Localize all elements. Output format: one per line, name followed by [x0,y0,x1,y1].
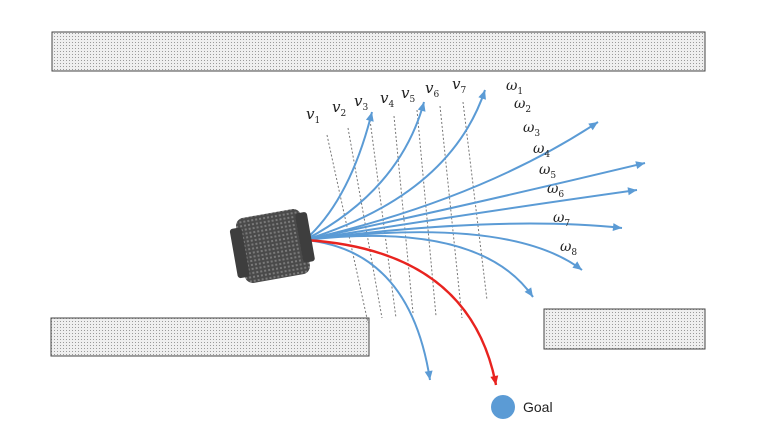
trajectory-2 [304,101,425,241]
trajectory-arrowhead-3 [478,90,486,100]
trajectory-fan [304,89,646,386]
velocity-line-5 [416,109,437,317]
trajectory-arrowhead-8 [572,261,582,270]
trajectory-arrowhead-1 [365,112,374,122]
angular-label-w6: ω6 [547,181,564,200]
velocity-labels: v1 v2 v3 v4 v5 v6 v7 [306,75,466,126]
trajectory-arrowhead-5 [635,161,645,169]
trajectory-arrowhead-6 [627,187,637,196]
velocity-label-v2: v2 [332,98,346,119]
trajectory-4 [304,121,599,241]
trajectory-arrowhead-4 [588,122,598,131]
velocity-label-v6: v6 [425,79,439,100]
goal-label: Goal [523,399,553,415]
wall-bottom-right [543,308,706,350]
velocity-line-6 [439,105,463,319]
trajectory-3 [304,89,486,241]
wall-bottom-left [50,317,370,357]
angular-labels: ω1 ω2 ω3 ω4 ω5 ω6 ω7 ω8 [506,78,577,258]
velocity-line-7 [462,101,488,301]
velocity-label-v5: v5 [401,84,415,105]
goal-trajectory [304,238,498,386]
trajectory-arrowhead-9 [524,287,533,297]
robot-icon [229,209,315,283]
angular-label-w4: ω4 [533,141,550,160]
trajectory-9 [304,234,534,298]
wall-top [51,31,706,72]
trajectory-arrowhead-11 [490,375,499,385]
angular-label-w7: ω7 [553,210,570,229]
velocity-label-v4: v4 [380,89,394,110]
trajectory-arrowhead-2 [417,102,426,112]
trajectory-1 [304,111,373,241]
velocity-line-3 [369,119,397,319]
velocity-line-4 [393,115,414,314]
velocity-label-v7: v7 [452,75,466,96]
velocity-line-2 [347,127,383,319]
trajectory-10 [304,239,431,381]
velocity-label-v1: v1 [306,105,320,126]
trajectory-8 [304,231,583,271]
goal-marker-icon [491,395,515,419]
trajectory-arrowhead-7 [612,223,622,232]
angular-label-w5: ω5 [539,162,556,181]
velocity-label-v3: v3 [354,92,368,113]
trajectory-arrowhead-10 [424,370,433,380]
angular-label-w3: ω3 [523,120,540,139]
trajectory-5 [304,162,646,241]
angular-label-w1: ω1 [506,78,523,97]
trajectory-6 [304,189,638,241]
angular-label-w2: ω2 [514,96,531,115]
angular-label-w8: ω8 [560,239,577,258]
